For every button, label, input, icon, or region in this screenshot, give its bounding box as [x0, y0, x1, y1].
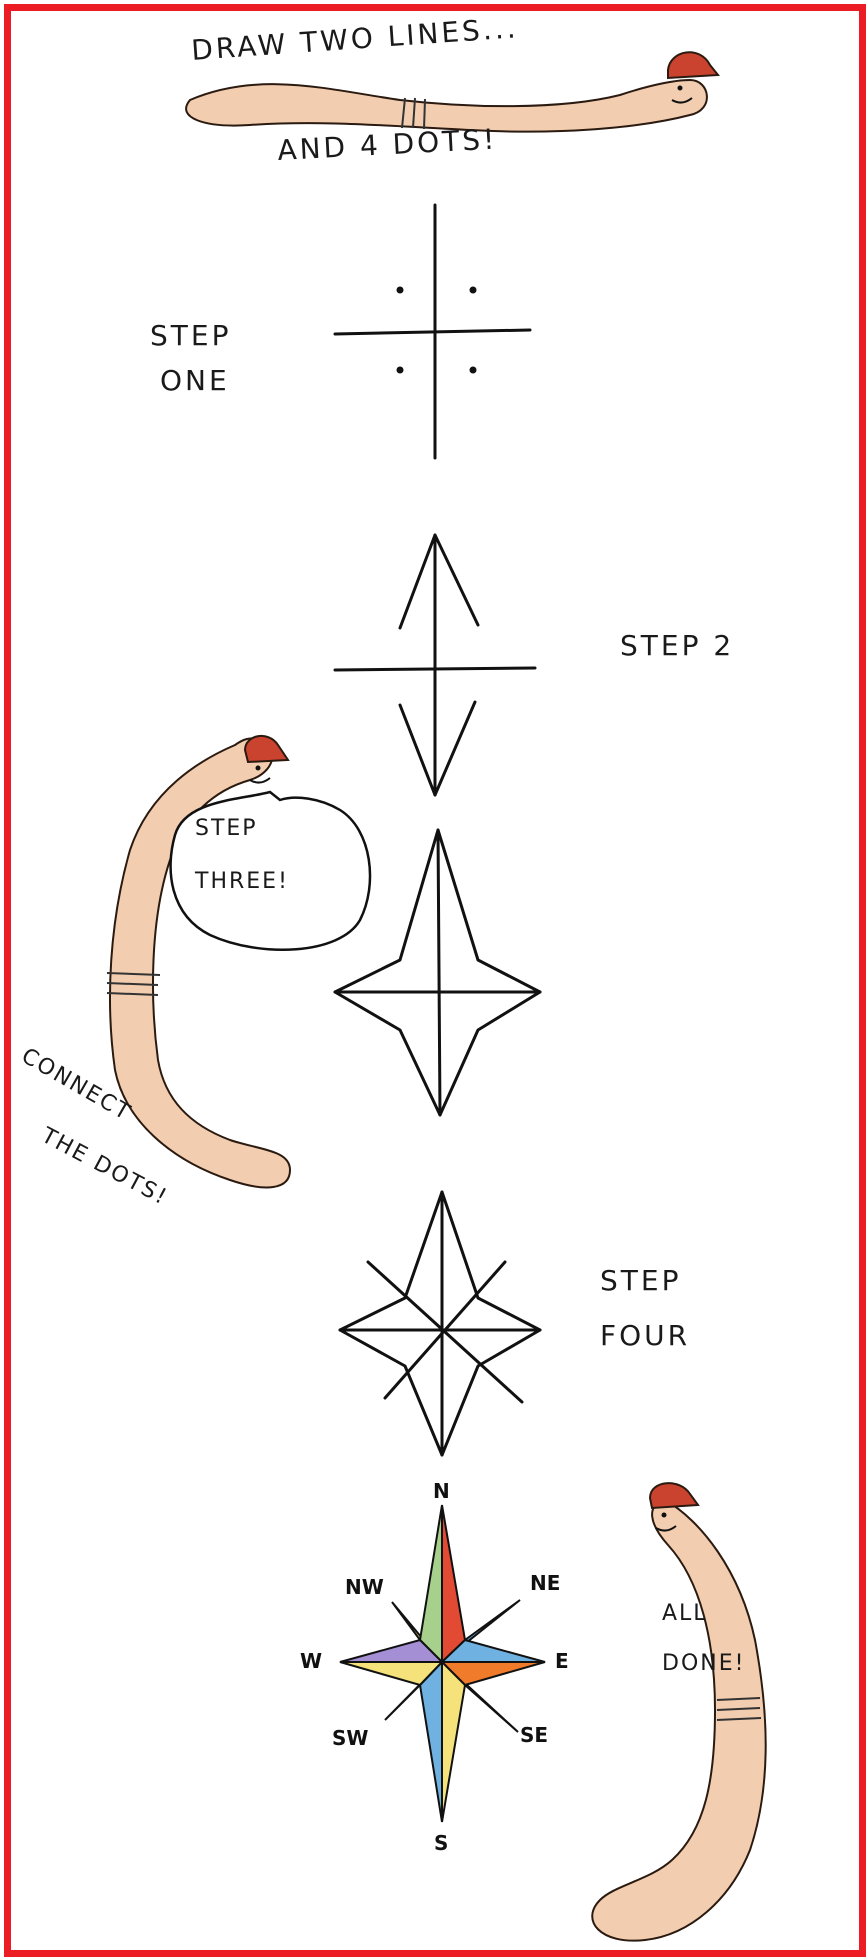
worm-hat-icon	[245, 736, 288, 762]
connect-line2: THE DOTS!	[36, 1123, 172, 1211]
step-four-line2: FOUR	[600, 1319, 690, 1352]
title-line1: DRAW TWO LINES...	[190, 11, 519, 67]
worm-hat-icon	[668, 52, 718, 78]
right-worm	[592, 1483, 765, 1940]
compass-se-label: SE	[520, 1723, 548, 1747]
step-one-line2: ONE	[160, 364, 230, 397]
worm-hat-icon	[650, 1483, 698, 1508]
compass-ne-label: NE	[530, 1571, 560, 1595]
top-worm	[186, 52, 718, 131]
done-line1: ALL	[662, 1601, 708, 1626]
step-two-label: STEP 2	[620, 629, 734, 662]
step-three-line1: STEP	[195, 816, 258, 841]
compass-sw-label: SW	[332, 1726, 368, 1750]
step-four-line1: STEP	[600, 1264, 681, 1297]
step-one-label: STEP ONE	[150, 319, 231, 397]
step-one-drawing	[335, 205, 530, 458]
done-line2: DONE!	[662, 1651, 745, 1676]
compass-w-label: W	[300, 1649, 322, 1673]
compass-s-label: S	[434, 1831, 448, 1855]
compass-e-label: E	[555, 1649, 569, 1673]
step-four-label: STEP FOUR	[600, 1264, 690, 1352]
step-two-drawing	[335, 535, 535, 795]
step-one-line1: STEP	[150, 319, 231, 352]
compass-rose: N NE E SE S SW W NW	[300, 1479, 569, 1855]
compass-n-label: N	[433, 1479, 450, 1503]
title-line2: AND 4 DOTS!	[277, 123, 498, 167]
compass-nw-label: NW	[345, 1575, 384, 1599]
step-four-drawing	[340, 1192, 540, 1455]
step-three-line2: THREE!	[194, 869, 289, 894]
speech-bubble: STEP THREE!	[171, 792, 370, 950]
